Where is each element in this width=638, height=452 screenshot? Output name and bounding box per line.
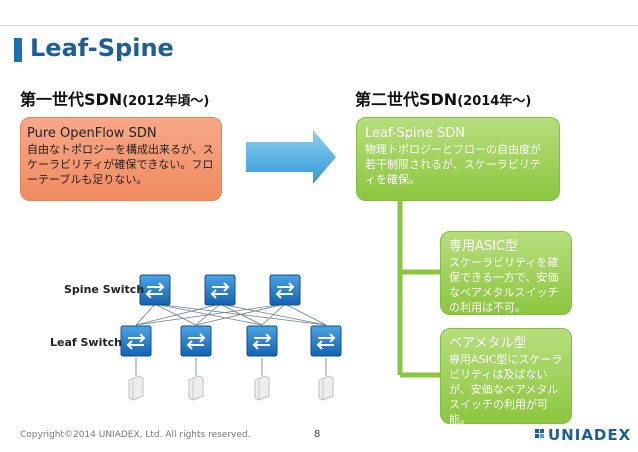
copyright: Copyright©2014 UNIADEX, Ltd. All rights …: [20, 430, 251, 440]
page-number: 8: [314, 429, 321, 440]
transition-arrow: [246, 130, 336, 184]
box-baremetal-body: 専用ASIC型にスケーラビリティは及ばないが、安価なベアメタルスイッチの利用が可…: [449, 353, 563, 426]
leaf-switch: [120, 325, 152, 357]
leaf-switch: [310, 325, 342, 357]
gen2-heading-text: 第二世代SDN: [355, 90, 458, 109]
title-accent-bar: [14, 38, 22, 62]
box-gen2: Leaf-Spine SDN 物理トポロジーとフローの自由度が若干制限されるが、…: [356, 117, 560, 201]
leaf-switch: [180, 325, 212, 357]
spine-switch: [269, 274, 301, 306]
leaf-switch: [246, 325, 278, 357]
box-gen2-body: 物理トポロジーとフローの自由度が若干制限されるが、スケーラビリティを確保。: [365, 143, 541, 186]
box-gen1-title: Pure OpenFlow SDN: [27, 126, 157, 141]
box-gen1: Pure OpenFlow SDN 自由なトポロジーを構成出来るが、スケーラビリ…: [20, 117, 222, 201]
spine-switch: [139, 274, 171, 306]
server-icon: [254, 375, 270, 401]
server-icon: [318, 375, 334, 401]
box-gen2-title: Leaf-Spine SDN: [365, 126, 466, 141]
gen1-heading-text: 第一世代SDN: [20, 90, 123, 109]
gen2-year: (2014年～): [457, 94, 532, 109]
gen1-year: (2012年頃～): [122, 94, 210, 109]
company-logo: UNIADEX: [548, 426, 632, 444]
logo-mark-icon: [535, 429, 544, 438]
box-asic-body: スケーラビリティを確保できる一方で、安価なベアメタルスイッチの利用は不可。: [449, 256, 559, 314]
server-icon: [188, 375, 204, 401]
box-asic: 専用ASIC型 スケーラビリティを確保できる一方で、安価なベアメタルスイッチの利…: [440, 231, 572, 315]
box-baremetal: ベアメタル型 専用ASIC型にスケーラビリティは及ばないが、安価なベアメタルスイ…: [440, 328, 572, 426]
box-baremetal-title: ベアメタル型: [449, 336, 527, 351]
box-gen1-body: 自由なトポロジーを構成出来るが、スケーラビリティが確保できない。フローテーブルも…: [27, 143, 214, 186]
spine-switch-label: Spine Switch: [64, 283, 145, 296]
gen1-heading: 第一世代SDN(2012年頃～): [20, 86, 209, 110]
gen2-heading: 第二世代SDN(2014年～): [355, 86, 531, 110]
tree-connector: [397, 201, 441, 378]
slide-title: Leaf-Spine: [30, 34, 174, 62]
leaf-switch-label: Leaf Switch: [50, 336, 122, 349]
server-icon: [128, 375, 144, 401]
box-asic-title: 専用ASIC型: [449, 239, 519, 254]
spine-switch: [204, 274, 236, 306]
mesh-links: [135, 303, 327, 376]
top-divider: [0, 25, 638, 26]
